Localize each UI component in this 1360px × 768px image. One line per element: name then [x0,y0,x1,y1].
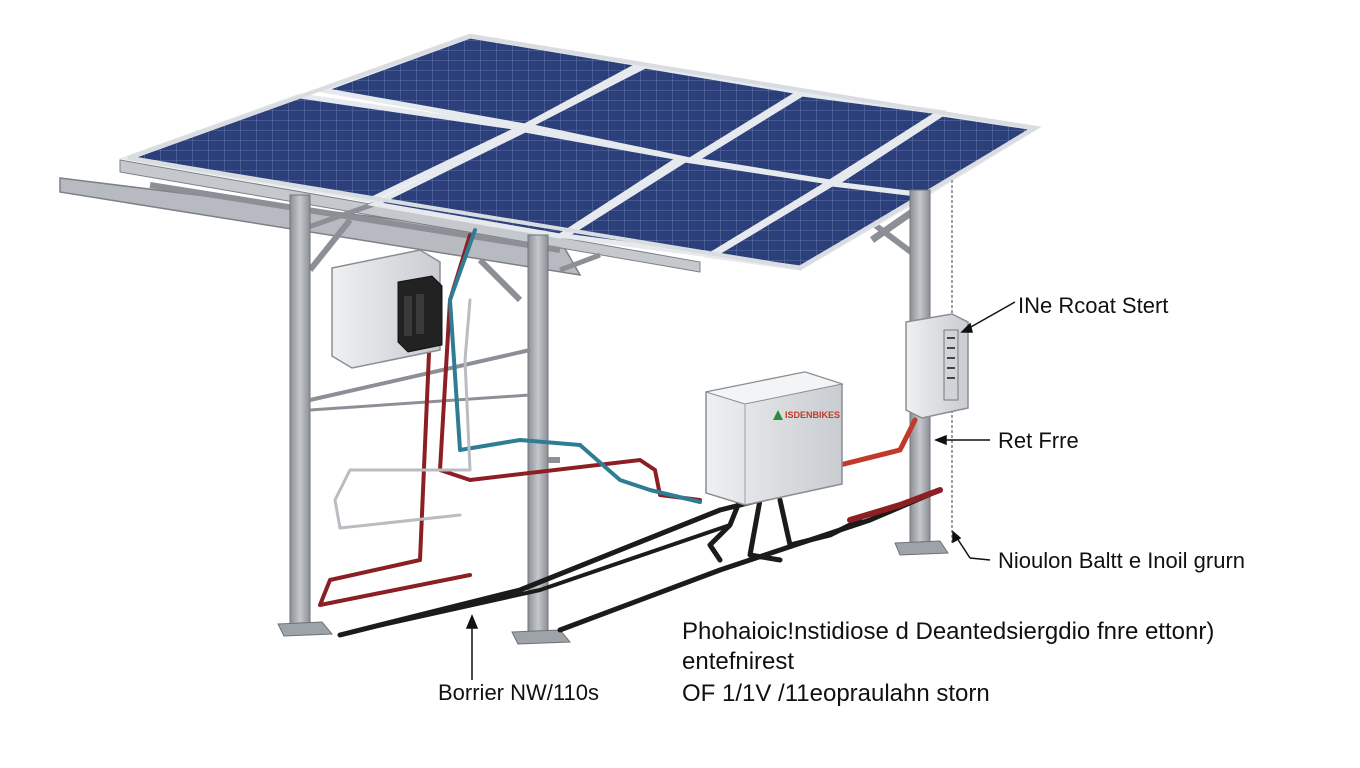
breaker-box-icon [905,313,969,419]
inverter-icon: ISDENBIKES [705,371,844,506]
callout-lines [465,301,1016,680]
caption-line-2: entefnirest [682,648,795,675]
mounting-frame [59,159,918,303]
solar-panel-icon [520,63,807,163]
caption-line-3: OF 1/1V /11eopraulahn storn [682,680,990,707]
solar-array [118,33,1043,271]
label-bottom-right: Nioulon Baltt e Inoil grurn [998,548,1246,573]
label-bottom-left: Borrier NW/110s [438,680,599,705]
caption-line-1: Phohaioic!nstidiose d Deantedsiergdio fn… [682,618,1215,645]
callout-line-bottom-right [969,557,991,561]
label-middle-right: Ret Frre [998,428,1079,453]
junction-box-icon [331,249,443,369]
label-top-right: INe Rcoat Stert [1018,293,1169,318]
inverter-brand: ISDENBIKES [785,410,840,420]
